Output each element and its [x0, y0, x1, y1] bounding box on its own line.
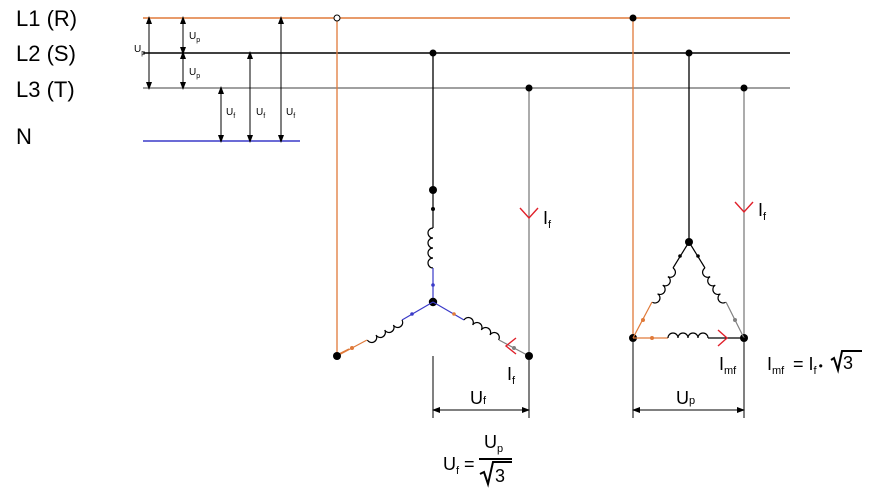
uf-label-2: Uf [256, 107, 265, 120]
delta-dim-label: Up [676, 388, 695, 408]
delta-dot-right-bottom [733, 318, 737, 322]
star-dot-right-n [452, 312, 456, 316]
line-label-l1: L1 (R) [16, 6, 77, 31]
star-formula: Uf = Up 3 [443, 432, 512, 488]
star-lead-left-n [401, 301, 434, 321]
star-node-l1-open [333, 14, 341, 22]
voltage-arrows [146, 16, 284, 143]
star-lead-right-n [432, 301, 465, 321]
delta-formula-root: 3 [843, 353, 853, 373]
star-coil-current-label: If [507, 364, 516, 387]
star-formula-den: 3 [495, 466, 505, 486]
star-coil-right [463, 316, 500, 341]
star-terminal-top [429, 186, 437, 194]
star-formula-eq: = [464, 454, 475, 474]
delta-phase-current-label: Imf [719, 354, 737, 377]
delta-formula: Imf = If• 3 [767, 350, 862, 377]
delta-dot-left-top [678, 254, 682, 258]
up-label-bottom: Up [189, 67, 200, 80]
up-label-top: Up [189, 31, 200, 44]
star-coil-top [427, 227, 434, 269]
star-connection: If If Uf [333, 14, 552, 418]
star-terminal-left [333, 352, 341, 360]
line-label-l2: L2 (S) [16, 41, 76, 66]
delta-coil-bottom [667, 332, 709, 339]
star-dot-top [431, 207, 435, 211]
star-current-arrow [519, 207, 539, 220]
star-current-label: If [543, 208, 552, 231]
star-node-l3 [525, 84, 533, 92]
delta-formula-sqrt-sign [830, 350, 862, 374]
star-dot-top-n [431, 283, 435, 287]
delta-dot-left-bottom [641, 318, 645, 322]
uf-label-1: Uf [226, 107, 235, 120]
star-feed-l1 [336, 18, 350, 357]
star-dot-left-n [410, 312, 414, 316]
delta-dot-bottom-left [650, 336, 654, 340]
star-formula-sqrt-sign [479, 461, 512, 488]
star-formula-num: Up [484, 432, 503, 455]
star-terminal-right [525, 352, 533, 360]
delta-formula-rhs: = If• [793, 354, 823, 377]
line-label-n: N [16, 124, 32, 149]
delta-phase-current-arrow [717, 329, 729, 347]
line-label-l3: L3 (T) [16, 77, 75, 102]
delta-current-label: If [758, 200, 767, 223]
delta-coil-right [701, 267, 726, 304]
uf-label-3: Uf [286, 107, 295, 120]
star-node-l2 [429, 49, 437, 57]
star-dot-left [350, 346, 354, 350]
delta-formula-lhs: Imf [767, 354, 785, 377]
delta-connection: If Imf Up [629, 14, 767, 418]
star-dot-right [512, 346, 516, 350]
voltage-arrow-labels: Up Up Up Uf Uf Uf [134, 31, 295, 120]
star-coil-left [366, 319, 404, 344]
delta-dot-right-top [696, 254, 700, 258]
star-current-arrow-coil [504, 337, 517, 355]
delta-coil-left [652, 267, 677, 304]
delta-node-l3 [740, 84, 748, 92]
up-label-main: Up [134, 44, 145, 57]
delta-node-l2 [685, 49, 693, 57]
delta-node-l1 [629, 14, 637, 22]
delta-current-arrow [734, 201, 754, 214]
star-dim-label: Uf [470, 388, 487, 408]
star-formula-lhs: Uf [443, 454, 460, 477]
